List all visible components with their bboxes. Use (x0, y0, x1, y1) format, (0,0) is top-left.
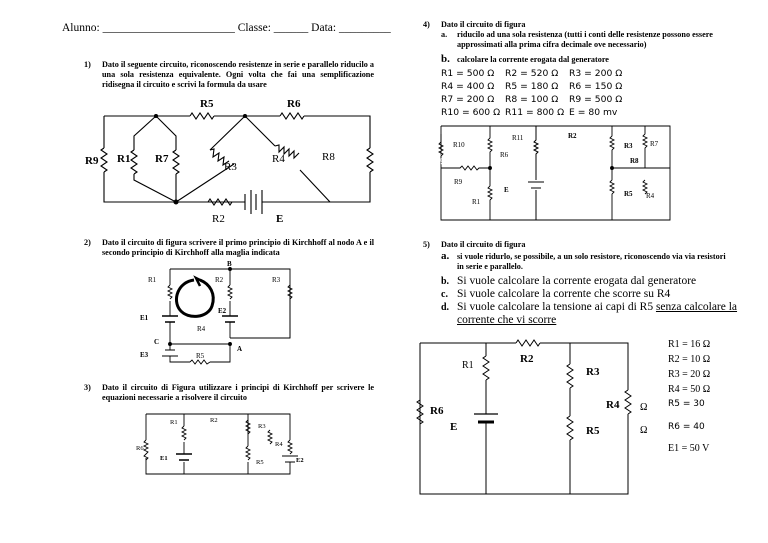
label-r2: R2 (210, 417, 218, 424)
question-5: 5) Dato il circuito di figura (423, 240, 723, 252)
label-b: B (227, 260, 232, 268)
question-2: 2) Dato il circuito di figura scrivere i… (84, 238, 374, 260)
student-header: Alunno: _______________________ Classe: … (62, 22, 391, 34)
label-r3: R3 (224, 161, 237, 173)
question-5-b: b. Si vuole calcolare la corrente erogat… (441, 275, 697, 287)
question-4-number: 4) (423, 20, 430, 29)
label-e1: E1 (160, 455, 168, 462)
label-r4: R4 (606, 399, 620, 411)
question-5-ohm-1: Ω (640, 402, 648, 413)
label-r4: R4 (275, 441, 283, 448)
circuit-5-labels: R1 R2 R3 R4 R5 R6 E (430, 353, 620, 437)
label-r8: R8 (630, 157, 639, 165)
circuit-3-labels: R1 R2 R3 R4 R5 R6 E1 E2 (136, 417, 304, 466)
label-r1: R1 (117, 153, 130, 165)
question-5-c: c. Si vuole calcolare la corrente che sc… (441, 288, 671, 300)
label-r3: R3 (272, 276, 281, 284)
label-r1: R1 (462, 360, 474, 371)
question-5-title: Dato il circuito di figura (441, 240, 526, 249)
circuit-2-labels: B R1 R2 R3 E1 E2 R4 C A E3 R5 (140, 260, 281, 360)
label-e2: E2 (218, 307, 227, 315)
label-e: E (504, 186, 509, 194)
label-c: C (154, 338, 159, 346)
label-r5: R5 (586, 425, 600, 437)
label-r4: R4 (197, 325, 206, 333)
label-r7: R7 (650, 140, 659, 148)
label-r2: R2 (520, 353, 534, 365)
label-r7: R7 (155, 153, 169, 165)
question-4: 4) Dato il circuito di figura (423, 20, 723, 32)
label-e1: E1 (140, 314, 149, 322)
question-4-b: b. calcolare la corrente erogata dal gen… (441, 53, 609, 65)
circuit-5 (416, 339, 632, 495)
label-r1: R1 (472, 198, 481, 206)
question-1-text: Dato il seguente circuito, riconoscendo … (102, 60, 374, 89)
question-2-text: Dato il circuito di figura scrivere il p… (102, 238, 374, 257)
circuit-1-labels: R5 R6 R9 R1 R7 R3 R4 R8 R2 E (85, 98, 335, 225)
label-a: A (237, 345, 242, 353)
label-r8: R8 (322, 151, 335, 163)
label-r6: R6 (136, 445, 144, 452)
label-r5: R5 (256, 459, 264, 466)
label-e: E (276, 213, 283, 225)
label-r5: R5 (196, 352, 205, 360)
label-r4: R4 (272, 153, 285, 165)
label-r2: R2 (215, 276, 224, 284)
label-r1: R1 (148, 276, 157, 284)
question-5-number: 5) (423, 240, 430, 249)
question-5-a: a. si vuole ridurlo, se possibile, a un … (441, 250, 726, 272)
question-4-title: Dato il circuito di figura (441, 20, 526, 29)
label-r9: R9 (85, 155, 99, 167)
label-r3: R3 (624, 142, 633, 150)
question-3: 3) Dato il circuito di Figura utilizzare… (84, 383, 374, 405)
label-e: E (450, 421, 457, 433)
label-r3: R3 (258, 423, 266, 430)
label-r3: R3 (586, 366, 600, 378)
label-r5: R5 (200, 98, 214, 110)
circuit-3 (142, 413, 298, 475)
question-5-values: R1 = 16 Ω R2 = 10 Ω R3 = 20 Ω R4 = 50 Ω … (668, 339, 711, 454)
question-5-ohm-2: Ω (640, 425, 648, 436)
label-r2: R2 (568, 132, 577, 140)
circuit-2 (162, 267, 294, 365)
question-4-values: R1 = 500 Ω R2 = 520 Ω R3 = 200 Ω R4 = 40… (441, 68, 623, 118)
circuit-1 (100, 112, 374, 214)
question-3-number: 3) (84, 383, 91, 392)
label-r1: R1 (170, 419, 178, 426)
question-2-number: 2) (84, 238, 91, 247)
circuit-4 (437, 125, 671, 221)
question-3-text: Dato il circuito di Figura utilizzare i … (102, 383, 374, 402)
label-e2: E2 (296, 457, 304, 464)
label-r4: R4 (646, 192, 655, 200)
question-5-d: d. Si vuole calcolare la tensione ai cap… (441, 301, 738, 326)
label-r6: R6 (500, 151, 509, 159)
label-r11: R11 (512, 134, 524, 142)
label-r5: R5 (624, 190, 633, 198)
question-4-a: a. riducilo ad una sola resistenza (tutt… (441, 30, 713, 49)
label-e3: E3 (140, 351, 149, 359)
label-r9: R9 (454, 178, 463, 186)
label-r6: R6 (287, 98, 301, 110)
label-r2: R2 (212, 213, 225, 225)
question-1: 1) Dato il seguente circuito, riconoscen… (84, 60, 374, 92)
label-r6: R6 (430, 405, 444, 417)
circuit-4-labels: R10 R11 R2 R3 R7 R6 R8 R9 R1 E R5 R4 (453, 132, 659, 206)
question-1-number: 1) (84, 60, 91, 69)
label-r10: R10 (453, 141, 465, 149)
